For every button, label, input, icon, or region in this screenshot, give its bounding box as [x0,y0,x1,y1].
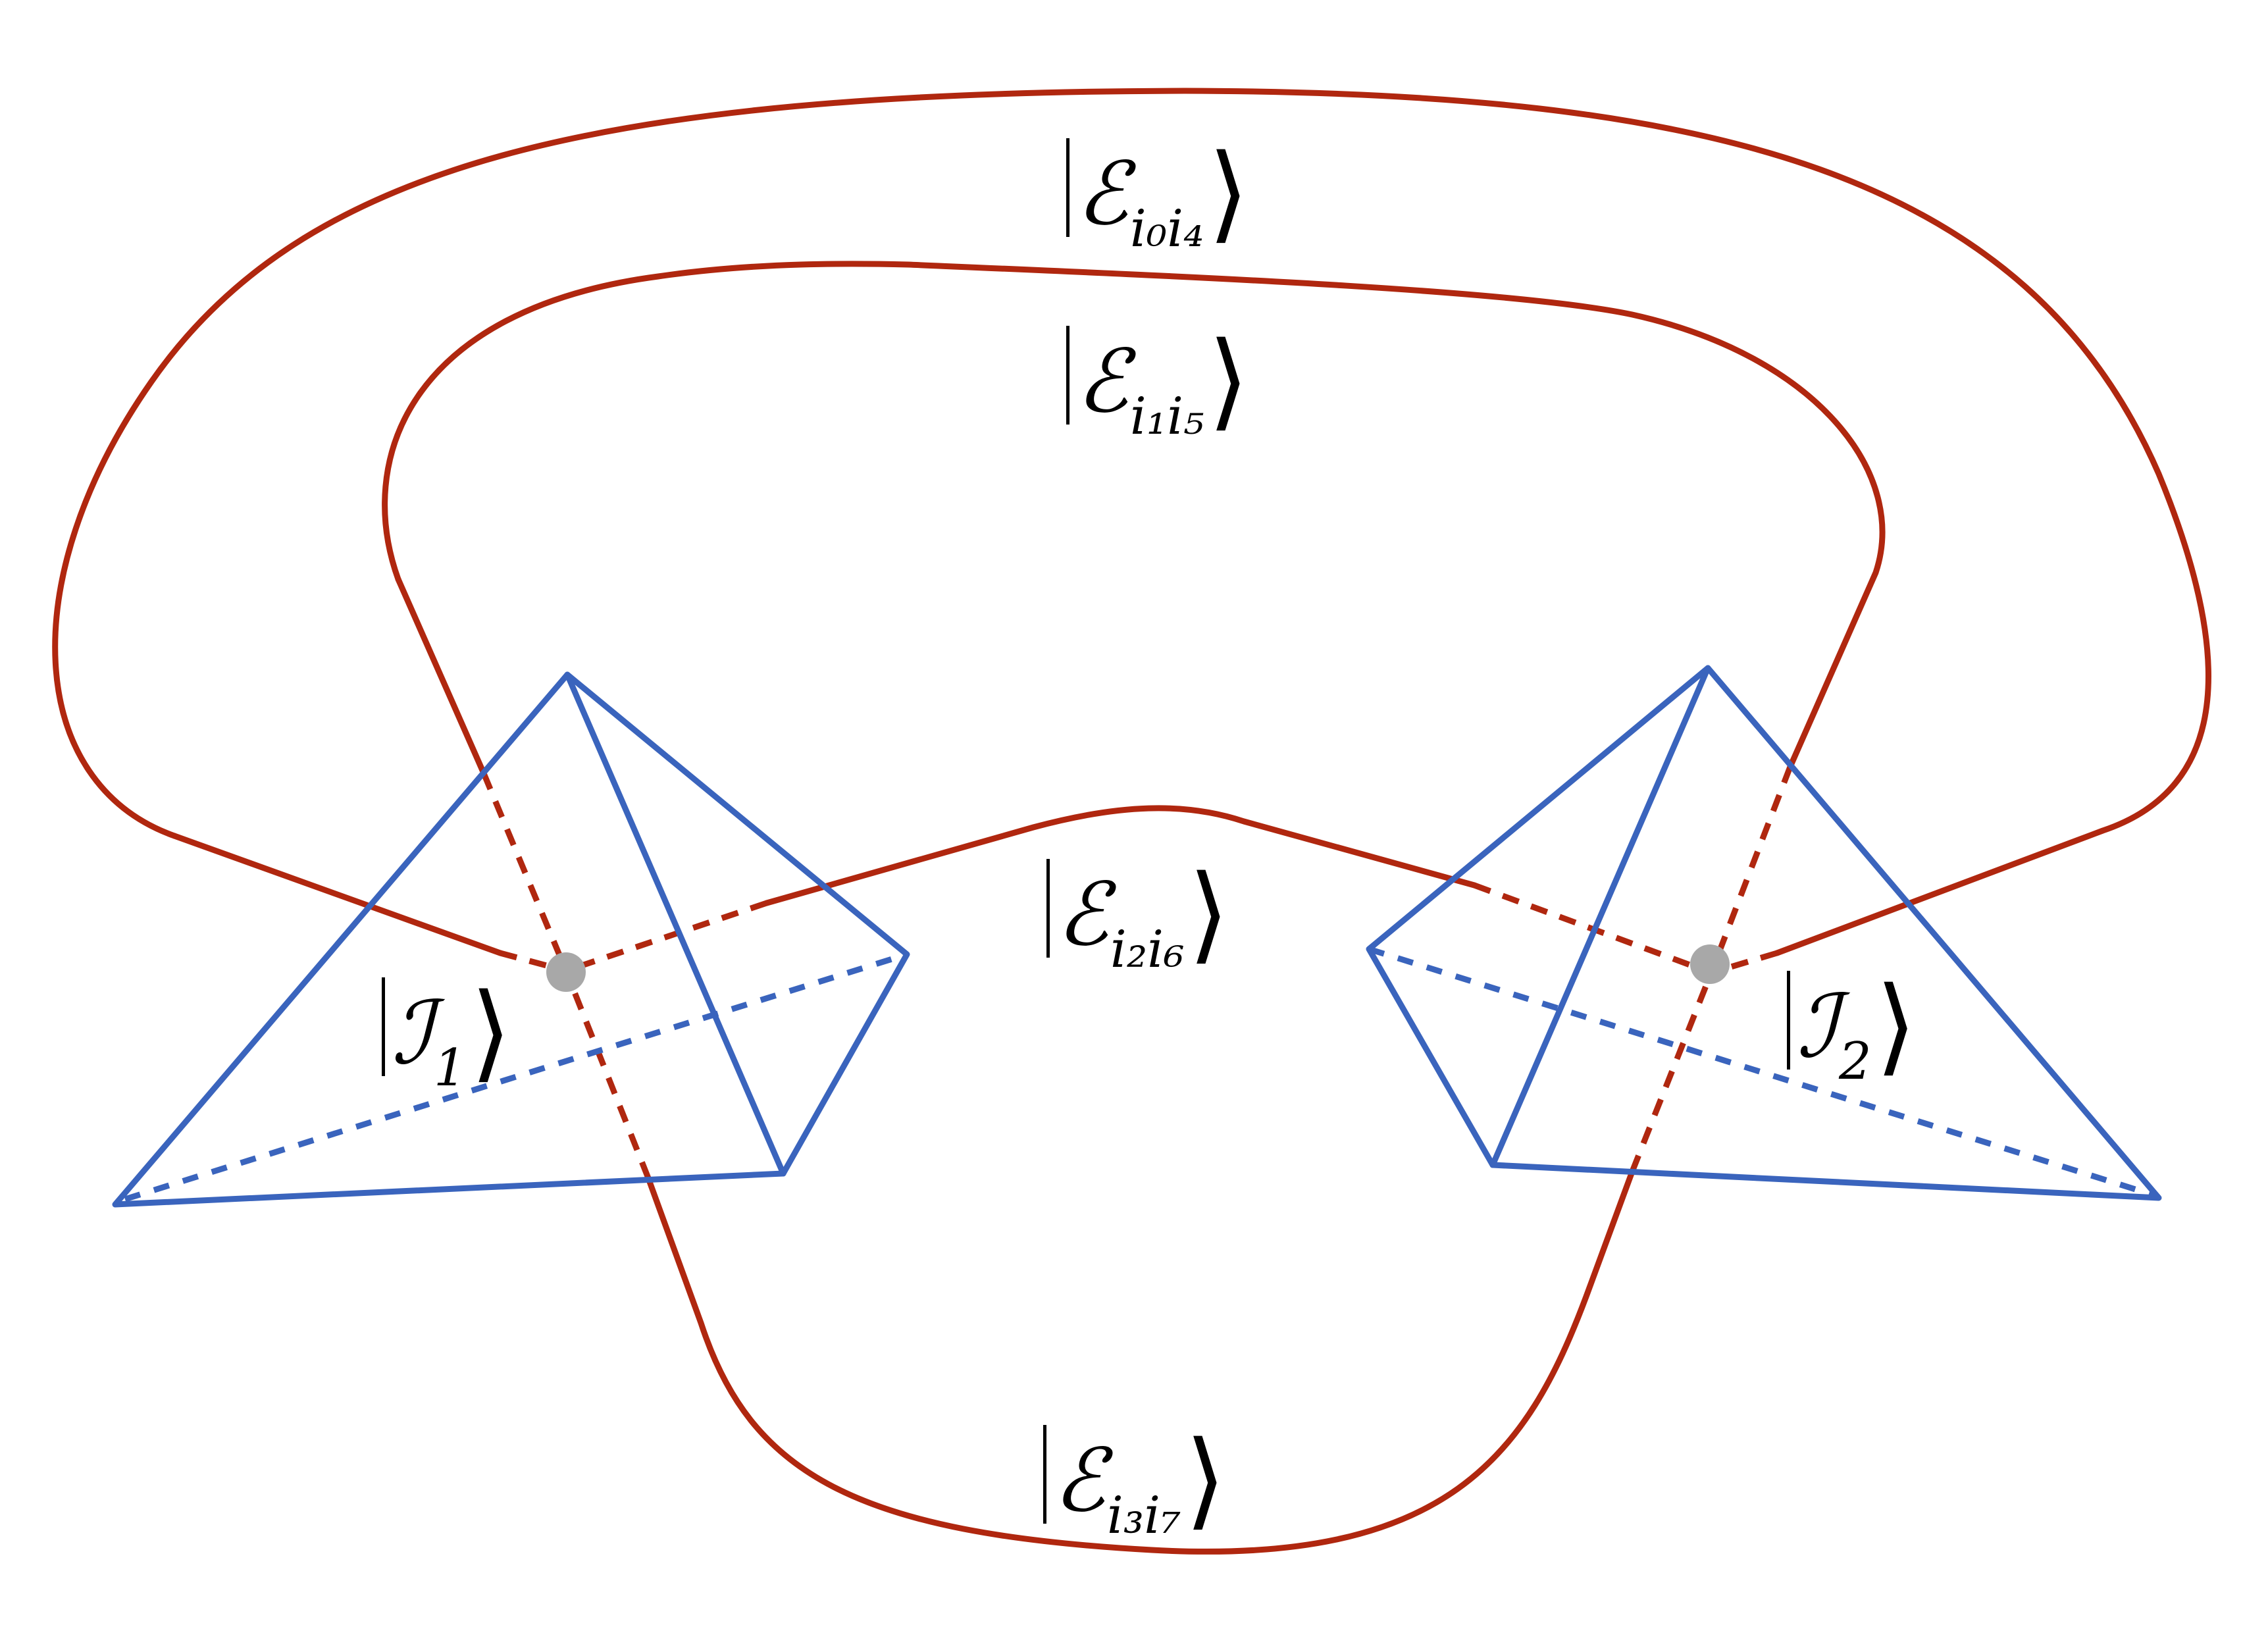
edge-loop-i0i4-left-tail [171,833,503,956]
edge-arc-i2i6-left-dash [565,900,768,974]
ket-bar [1043,1425,1046,1524]
ket-bar [382,977,385,1076]
edge-loop-i1i5-left-dash [480,772,569,972]
ket-bar [1066,326,1070,425]
ket-bar [1046,859,1050,958]
edge-loop-i1i5-right-dash [1708,765,1793,974]
node-right [1690,944,1730,984]
node-left [546,952,586,992]
edge-loop-i0i4-right-dash [1710,950,1778,976]
edge-arc-i3i7-left-dash [563,969,652,1179]
edge-loop-i0i4 [52,88,2211,956]
edge-arc-i3i7-right-dash [1629,971,1714,1173]
tetrahedron-right-hidden-edge [1368,946,2153,1198]
tetrahedron-left-hidden-edge [124,951,908,1202]
edge-arc-i2i6 [763,805,1478,906]
edge-loop-i0i4-left-dash [499,950,567,974]
tetrahedron-left-edges [112,671,910,1208]
edge-loop-i1i5-left [395,576,487,777]
ket-bar [1787,971,1790,1070]
edge-loop-i1i5 [382,261,1886,770]
tetrahedron-right-apex-edge [1489,665,1711,1168]
ket-bar [1066,138,1070,237]
edge-arc-i3i7 [645,1168,1636,1555]
tetrahedron-right-edges [1366,665,2162,1201]
tetrahedron-left-apex-edge [564,671,786,1177]
